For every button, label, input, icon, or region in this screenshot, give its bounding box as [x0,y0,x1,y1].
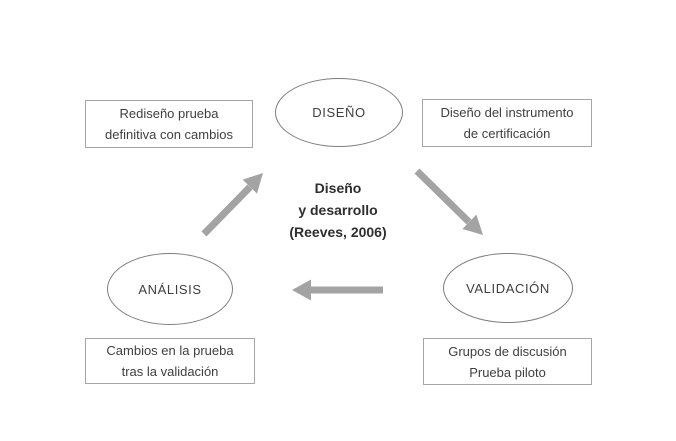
node-diseno: DISEÑO [275,78,403,147]
arrow-analisis-to-diseno-icon [201,173,263,237]
node-validacion: VALIDACIÓN [443,253,573,323]
box-text-line: Rediseño prueba [119,106,219,121]
box-text-line: Grupos de discusión [448,343,567,359]
center-caption: Diseño y desarrollo (Reeves, 2006) [257,177,419,243]
box-text-line: Cambios en la prueba [106,343,234,358]
caption-line: y desarrollo [298,202,378,218]
box-redesign-final-test: Rediseño prueba definitiva con cambios [85,100,253,148]
caption-line: (Reeves, 2006) [289,224,387,240]
node-label: DISEÑO [312,105,366,120]
box-focus-groups-pilot: Grupos de discusión Prueba piloto [423,338,592,385]
box-text-line: tras la validación [121,364,219,379]
box-text-line: definitiva con cambios [105,127,233,142]
node-label: VALIDACIÓN [466,280,550,296]
box-test-changes: Cambios en la prueba tras la validación [85,338,255,384]
arrow-validacion-to-analisis-icon [292,279,383,301]
box-text-line: de certificación [463,126,551,141]
caption-line: Diseño [314,180,362,196]
arrow-diseno-to-validacion-icon [414,168,483,235]
box-text-line: Diseño del instrumento [440,105,574,120]
node-analisis: ANÁLISIS [107,253,233,325]
box-text-line: Prueba piloto [469,364,546,380]
node-label: ANÁLISIS [138,281,202,297]
box-instrument-design: Diseño del instrumento de certificación [422,99,592,147]
